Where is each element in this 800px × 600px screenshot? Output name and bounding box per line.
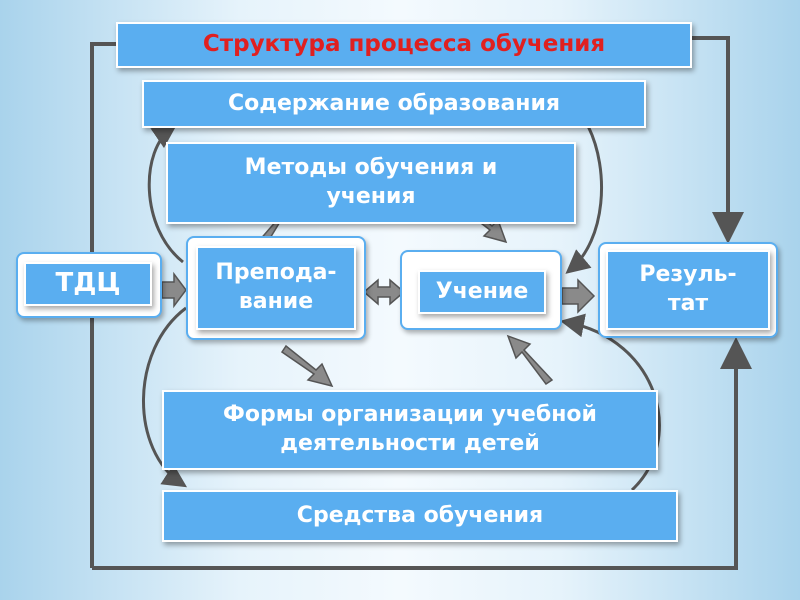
- arrow-forms-to-learning: [506, 334, 554, 386]
- tdc-box: ТДЦ: [24, 262, 152, 306]
- arrow-tdc-to-teaching: [161, 271, 187, 309]
- methods-label-line2: учения: [326, 184, 416, 209]
- forms-label-line2: деятельности детей: [280, 431, 540, 456]
- curve-arrow-to-content: [147, 124, 184, 264]
- means-label: Средства обучения: [296, 502, 544, 528]
- diagram-title: Структура процесса обучения: [202, 31, 606, 58]
- frame-line-top-right: [688, 36, 744, 244]
- forms-label-line1: Формы организации учебной: [223, 402, 597, 428]
- result-box: Резуль- тат: [606, 250, 770, 330]
- arrow-learning-to-result: [561, 278, 596, 314]
- arrow-teaching-learning-double: [362, 278, 406, 306]
- means-box: Средства обучения: [162, 490, 678, 542]
- methods-label-line1: Методы обучения и: [244, 155, 498, 181]
- frame-line-top-left: [90, 42, 120, 568]
- methods-box: Методы обучения и учения: [166, 142, 576, 224]
- forms-box: Формы организации учебной деятельности д…: [162, 390, 658, 470]
- title-box: Структура процесса обучения: [116, 22, 692, 68]
- result-label-line1: Резуль-: [639, 262, 737, 288]
- teaching-box: Препода- вание: [196, 246, 356, 330]
- content-label: Содержание образования: [227, 90, 561, 116]
- curve-arrow-content-to-learning: [565, 125, 604, 274]
- learning-label: Учение: [435, 278, 529, 304]
- tdc-label: ТДЦ: [55, 268, 121, 299]
- result-label-line2: тат: [667, 291, 709, 316]
- arrow-teaching-to-forms: [280, 344, 334, 388]
- frame-line-bottom: [92, 337, 752, 570]
- teaching-label-line1: Препода-: [215, 260, 337, 286]
- content-box: Содержание образования: [142, 80, 646, 128]
- teaching-label-line2: вание: [238, 289, 314, 314]
- learning-box: Учение: [418, 270, 546, 314]
